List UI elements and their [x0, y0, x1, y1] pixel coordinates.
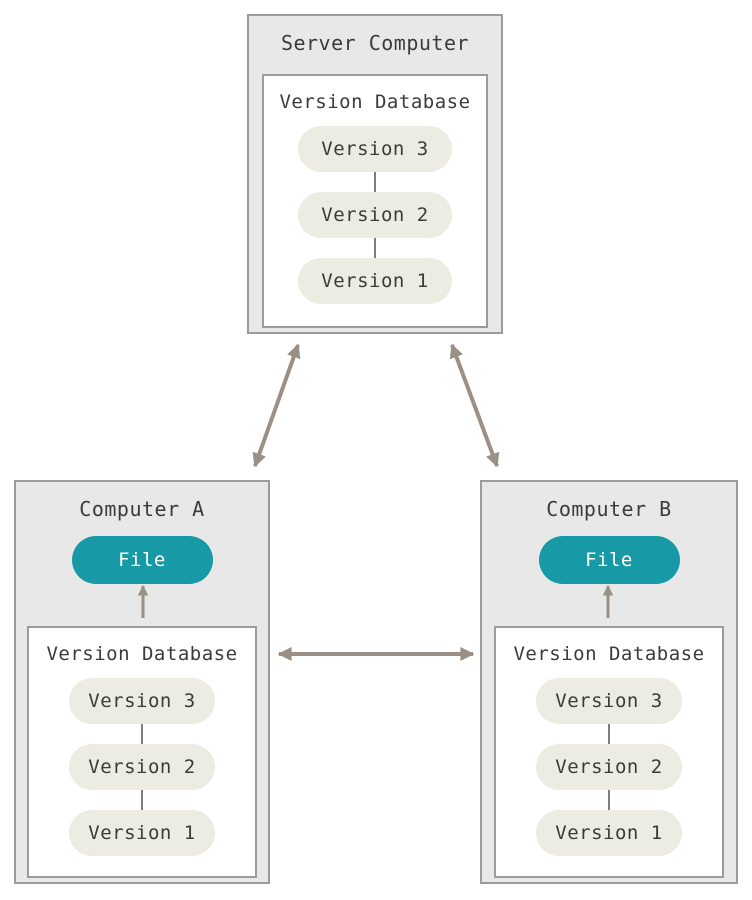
version-pill: Version 1 [298, 258, 452, 304]
computer-a-title: Computer A [79, 497, 205, 521]
version-connector-line [141, 724, 143, 744]
computer-b-version-stack: Version 3 Version 2 Version 1 [536, 678, 682, 856]
version-pill: Version 2 [69, 744, 215, 790]
version-pill: Version 2 [298, 192, 452, 238]
arrow-server-computer-a [252, 343, 301, 468]
file-pill: File [538, 536, 680, 584]
computer-a-version-database-box: Version Database Version 3 Version 2 Ver… [27, 626, 257, 878]
version-pill: Version 3 [536, 678, 682, 724]
version-pill: Version 1 [536, 810, 682, 856]
version-pill: Version 3 [69, 678, 215, 724]
computer-b-version-database-box: Version Database Version 3 Version 2 Ver… [494, 626, 724, 878]
arrow-server-computer-b [449, 343, 500, 468]
version-connector-line [608, 724, 610, 744]
version-pill: Version 3 [298, 126, 452, 172]
computer-a-version-database-title: Version Database [46, 643, 238, 665]
computer-b-box: Computer B File Version Database Version… [480, 480, 738, 884]
server-computer-title: Server Computer [280, 31, 470, 55]
version-connector-line [374, 238, 376, 258]
server-version-database-box: Version Database Version 3 Version 2 Ver… [262, 74, 488, 328]
version-pill: Version 2 [536, 744, 682, 790]
file-pill: File [71, 536, 213, 584]
computer-a-version-stack: Version 3 Version 2 Version 1 [69, 678, 215, 856]
computer-a-box: Computer A File Version Database Version… [14, 480, 270, 884]
server-computer-box: Server Computer Version Database Version… [247, 14, 503, 334]
computer-b-version-database-title: Version Database [513, 643, 705, 665]
computer-b-title: Computer B [546, 497, 672, 521]
version-pill: Version 1 [69, 810, 215, 856]
version-connector-line [608, 790, 610, 810]
version-connector-line [374, 172, 376, 192]
server-version-stack: Version 3 Version 2 Version 1 [298, 126, 452, 304]
server-version-database-title: Version Database [279, 91, 471, 113]
version-connector-line [141, 790, 143, 810]
